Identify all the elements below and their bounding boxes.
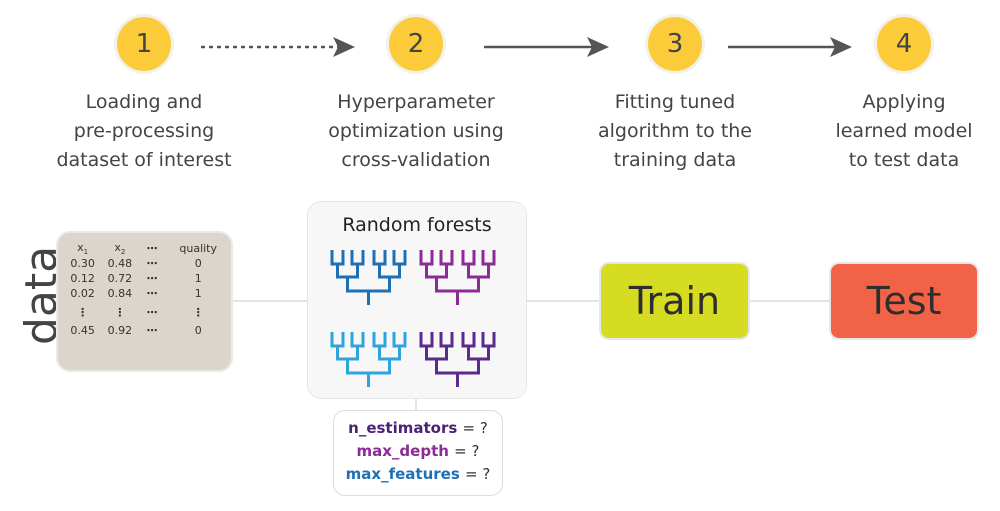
param-name: max_features bbox=[345, 465, 460, 483]
step-number: 2 bbox=[407, 29, 425, 59]
step-line: learned model bbox=[835, 120, 973, 142]
data-table: x1 x2 ⋯ quality 0.30 0.48 ⋯ 0 0.12 0.72 … bbox=[58, 233, 231, 370]
arrow-2-to-3 bbox=[484, 37, 609, 57]
train-box: Train bbox=[601, 264, 748, 338]
table-cell: 0.45 bbox=[70, 324, 95, 338]
table-cell: ⋯ bbox=[146, 257, 158, 271]
table-cell: ⋮ bbox=[114, 305, 126, 319]
table-row: ⋮ ⋮ ⋯ ⋮ bbox=[64, 301, 231, 323]
step-arrows bbox=[201, 37, 852, 57]
table-cell: ⋮ bbox=[192, 305, 204, 319]
table-cell: ⋮ bbox=[77, 305, 89, 319]
param-name: max_depth bbox=[356, 442, 449, 460]
connector-line bbox=[526, 300, 602, 302]
connector-line bbox=[415, 397, 417, 411]
table-cell: 0.84 bbox=[107, 287, 133, 301]
train-label: Train bbox=[628, 279, 721, 323]
step-line: Applying bbox=[862, 91, 946, 113]
header-x1: x1 bbox=[77, 241, 89, 257]
step-line: dataset of interest bbox=[56, 149, 232, 171]
hyperparameter-box: n_estimators = ? max_depth = ? max_featu… bbox=[333, 410, 503, 496]
param-value: = ? bbox=[462, 419, 488, 437]
decision-tree-icon bbox=[330, 250, 407, 305]
step-line: algorithm to the bbox=[597, 120, 753, 142]
step-number-badge: 1 bbox=[117, 17, 171, 71]
step-line: to test data bbox=[848, 149, 960, 171]
tree-branches bbox=[330, 250, 407, 305]
table-cell: 0.92 bbox=[107, 324, 133, 338]
connector-line bbox=[232, 300, 308, 302]
test-label: Test bbox=[866, 279, 942, 323]
table-cell: ⋯ bbox=[146, 305, 158, 319]
decision-tree-icon bbox=[330, 332, 407, 387]
decision-trees bbox=[330, 250, 496, 387]
table-cell: ⋯ bbox=[146, 287, 158, 301]
table-cell: 0 bbox=[194, 257, 202, 271]
step-line: Fitting tuned bbox=[614, 91, 736, 113]
table-cell: 0 bbox=[194, 324, 202, 338]
step-line: Hyperparameter bbox=[337, 91, 495, 113]
table-row: 0.30 0.48 ⋯ 0 bbox=[64, 256, 231, 271]
table-cell: ⋯ bbox=[146, 324, 158, 338]
param-max-depth: max_depth = ? bbox=[334, 440, 502, 463]
step-number-badge: 4 bbox=[877, 17, 931, 71]
test-box: Test bbox=[831, 264, 977, 338]
param-max-features: max_features = ? bbox=[334, 463, 502, 486]
param-name: n_estimators bbox=[348, 419, 458, 437]
data-grid: x1 x2 ⋯ quality 0.30 0.48 ⋯ 0 0.12 0.72 … bbox=[64, 241, 231, 338]
header-ellipsis: ⋯ bbox=[146, 242, 158, 256]
table-cell: 0.48 bbox=[107, 257, 133, 271]
table-row: 0.12 0.72 ⋯ 1 bbox=[64, 271, 231, 286]
step-number: 1 bbox=[135, 29, 153, 59]
table-cell: 0.30 bbox=[70, 257, 95, 271]
step-number-badge: 2 bbox=[389, 17, 443, 71]
arrow-1-to-2 bbox=[201, 37, 355, 57]
header-quality: quality bbox=[179, 242, 218, 256]
tree-branches bbox=[419, 250, 496, 305]
decision-tree-icon bbox=[419, 332, 496, 387]
table-cell: 0.72 bbox=[107, 272, 133, 286]
connector-line bbox=[749, 300, 831, 302]
step-line: pre-processing bbox=[73, 120, 215, 142]
tree-branches bbox=[330, 332, 407, 387]
step-description: Applying learned model to test data bbox=[794, 88, 1000, 175]
step-description: Hyperparameter optimization using cross-… bbox=[306, 88, 526, 175]
random-forests-title: Random forests bbox=[342, 214, 492, 236]
step-number: 4 bbox=[895, 29, 913, 59]
step-number-badge: 3 bbox=[648, 17, 702, 71]
tree-branches bbox=[419, 332, 496, 387]
param-value: = ? bbox=[465, 465, 491, 483]
header-x2: x2 bbox=[114, 241, 126, 257]
table-cell: 1 bbox=[194, 272, 202, 286]
arrow-3-to-4 bbox=[728, 37, 852, 57]
step-line: Loading and bbox=[85, 91, 203, 113]
step-line: cross-validation bbox=[341, 149, 491, 171]
table-cell: ⋯ bbox=[146, 272, 158, 286]
table-cell: 1 bbox=[194, 287, 202, 301]
step-line: training data bbox=[613, 149, 737, 171]
table-row: 0.02 0.84 ⋯ 1 bbox=[64, 286, 231, 301]
step-line: optimization using bbox=[328, 120, 504, 142]
step-number: 3 bbox=[666, 29, 684, 59]
table-cell: 0.02 bbox=[70, 287, 95, 301]
table-cell: 0.12 bbox=[70, 272, 95, 286]
table-header-row: x1 x2 ⋯ quality bbox=[64, 241, 231, 256]
decision-tree-icon bbox=[419, 250, 496, 305]
step-description: Loading and pre-processing dataset of in… bbox=[34, 88, 254, 175]
step-description: Fitting tuned algorithm to the training … bbox=[565, 88, 785, 175]
table-row: 0.45 0.92 ⋯ 0 bbox=[64, 323, 231, 338]
random-forests-panel: Random forests bbox=[307, 201, 527, 399]
param-n-estimators: n_estimators = ? bbox=[334, 417, 502, 440]
param-value: = ? bbox=[454, 442, 480, 460]
